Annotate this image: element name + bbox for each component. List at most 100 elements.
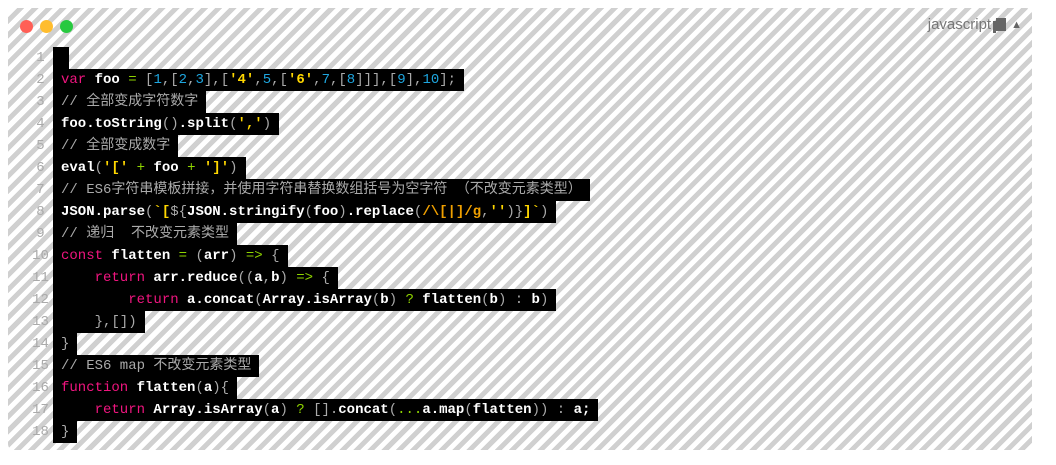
line-text: const flatten = (arr) => { [53, 245, 288, 267]
code-line: 13 },[]) [28, 311, 598, 333]
code-token: },[]) [61, 314, 137, 330]
code-token: , [187, 72, 196, 88]
code-token: .replace [346, 204, 414, 220]
line-number: 12 [32, 292, 49, 308]
code-token: , [481, 204, 490, 220]
code-token: return [61, 292, 179, 308]
code-token: => [296, 270, 314, 286]
code-token: a [271, 402, 280, 418]
code-token: )} [506, 204, 524, 220]
code-token: ( [94, 160, 104, 176]
code-token: a; [573, 402, 591, 418]
code-token: b [271, 270, 280, 286]
code-token: ? [296, 402, 305, 418]
line-text: } [53, 421, 78, 443]
code-token: arr [203, 248, 230, 264]
code-token: const [61, 248, 104, 264]
code-token: function [61, 380, 129, 396]
line-number: 7 [36, 182, 45, 198]
code-token: 1 [153, 72, 162, 88]
code-line: 17 return Array.isArray(a) ? [].concat(.… [28, 399, 599, 421]
code-token: ( [413, 204, 423, 220]
code-token: JSON.stringify [187, 204, 305, 220]
code-token: => [245, 248, 263, 264]
code-token: foo.toString [61, 116, 162, 132]
copy-icon[interactable] [993, 18, 1007, 33]
code-token: (( [237, 270, 255, 286]
code-token: []. [304, 402, 339, 418]
code-token: ) [338, 204, 347, 220]
line-number: 13 [32, 314, 49, 330]
code-token: } [61, 424, 70, 440]
code-token: ]]],[ [355, 72, 398, 88]
line-number: 8 [36, 204, 45, 220]
line-text: return Array.isArray(a) ? [].concat(...a… [53, 399, 599, 421]
line-text: return a.concat(Array.isArray(b) ? flatt… [53, 289, 557, 311]
code-token: b [531, 292, 540, 308]
code-token: { [313, 270, 330, 286]
code-token: a.concat [178, 292, 255, 308]
code-token: ( [145, 204, 154, 220]
code-token: ( [195, 380, 204, 396]
maximize-dot[interactable] [60, 20, 73, 33]
code-line: 9// 递归 不改变元素类型 [28, 223, 598, 245]
line-number: 3 [36, 94, 45, 110]
code-token: ( [262, 402, 272, 418]
code-token: , [313, 72, 322, 88]
code-token: a.map [422, 402, 465, 418]
code-toolbar: javascript ▲ [928, 16, 1022, 33]
code-token: ( [254, 292, 263, 308]
code-line: 18} [28, 421, 598, 443]
code-token: ) [539, 204, 549, 220]
code-token: ']' [203, 160, 230, 176]
code-token: 10 [422, 72, 440, 88]
code-token: .split [178, 116, 230, 132]
chevron-up-icon[interactable]: ▲ [1011, 18, 1022, 31]
line-number: 17 [32, 402, 49, 418]
code-token: eval [61, 160, 95, 176]
code-token: '4' [229, 72, 255, 88]
code-token: ]; [439, 72, 457, 88]
line-number: 18 [32, 424, 49, 440]
code-token: '[' [103, 160, 129, 176]
code-line: 11 return arr.reduce((a,b) => { [28, 267, 598, 289]
code-token: + [128, 160, 154, 176]
line-number: 5 [36, 138, 45, 154]
code-token: ( [481, 292, 490, 308]
code-token: = [128, 72, 137, 88]
code-line: 3 // 全部变成字符数字 [28, 91, 598, 113]
code-token: ],[ [203, 72, 230, 88]
code-token: // ES6字符串模板拼接，并使用字符串替换数组括号为空字符 （不改变元素类型） [61, 182, 582, 198]
minimize-dot[interactable] [40, 20, 53, 33]
code-token: 9 [397, 72, 406, 88]
code-token: ]` [523, 204, 540, 220]
line-number: 4 [36, 116, 45, 132]
code-token: return [61, 270, 146, 286]
code-line: 7 // ES6字符串模板拼接，并使用字符串替换数组括号为空字符 （不改变元素类型… [28, 179, 598, 201]
code-line: 12 return a.concat(Array.isArray(b) ? fl… [28, 289, 598, 311]
code-token: arr.reduce [145, 270, 238, 286]
code-token: /\[|]/g [422, 204, 482, 220]
code-token: ${ [170, 204, 188, 220]
line-number: 9 [36, 226, 45, 242]
code-token: // 全部变成字符数字 [61, 94, 199, 110]
line-number: 2 [36, 72, 45, 88]
code-line: 5// 全部变成数字 [28, 135, 598, 157]
code-token: ,[ [161, 72, 179, 88]
line-text: function flatten(a){ [53, 377, 238, 399]
code-token: ) [388, 292, 406, 308]
code-token: JSON.parse [61, 204, 146, 220]
code-token: ){ [212, 380, 230, 396]
line-text: // ES6字符串模板拼接，并使用字符串替换数组括号为空字符 （不改变元素类型） [53, 179, 590, 201]
code-token: ( [388, 402, 398, 418]
code-token: ) [279, 402, 297, 418]
code-token: foo [86, 72, 129, 88]
line-text [53, 47, 69, 69]
close-dot[interactable] [20, 20, 33, 33]
language-label: javascript [927, 16, 992, 33]
code-token: Array.isArray [262, 292, 372, 308]
